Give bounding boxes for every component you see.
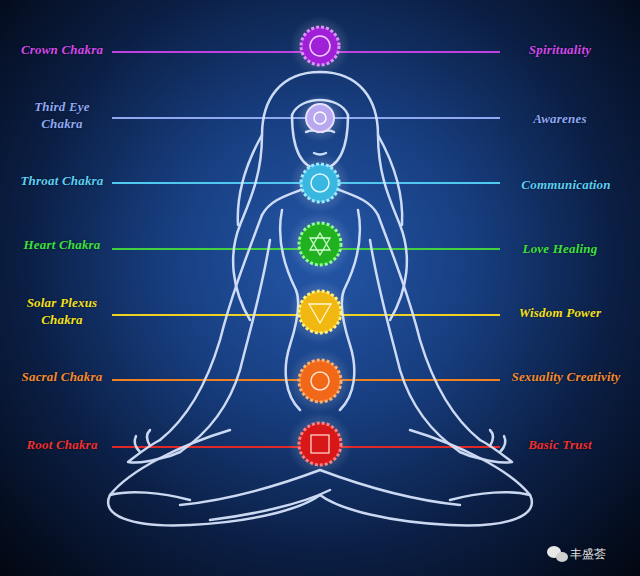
chakra-meaning: Communication (504, 176, 628, 193)
level-lines (112, 52, 500, 447)
wechat-icon (547, 546, 568, 562)
chakra-meaning: Spirituality (500, 41, 620, 58)
chakra-meaning: Awarenes (500, 110, 620, 127)
chakra-circles (288, 16, 352, 476)
watermark: 丰盛荟 (570, 546, 630, 562)
chakra-meaning: Basic Trust (500, 436, 620, 453)
chakra-meaning: Wisdom Power (500, 304, 620, 321)
chakra-name: Root Chakra (12, 436, 112, 453)
chakra-name: Crown Chakra (12, 41, 112, 58)
chakra-meaning: Love Healing (500, 240, 620, 257)
chakra-name: Solar Plexus Chakra (12, 294, 112, 328)
chakra-name: Throat Chakra (12, 172, 112, 189)
seated-figure (108, 72, 532, 525)
chakra-meaning: Sexuality Creativity (504, 368, 628, 385)
chakra-name: Sacral Chakra (12, 368, 112, 385)
chakra-name: Third Eye Chakra (12, 98, 112, 132)
chakra-name: Heart Chakra (12, 236, 112, 253)
